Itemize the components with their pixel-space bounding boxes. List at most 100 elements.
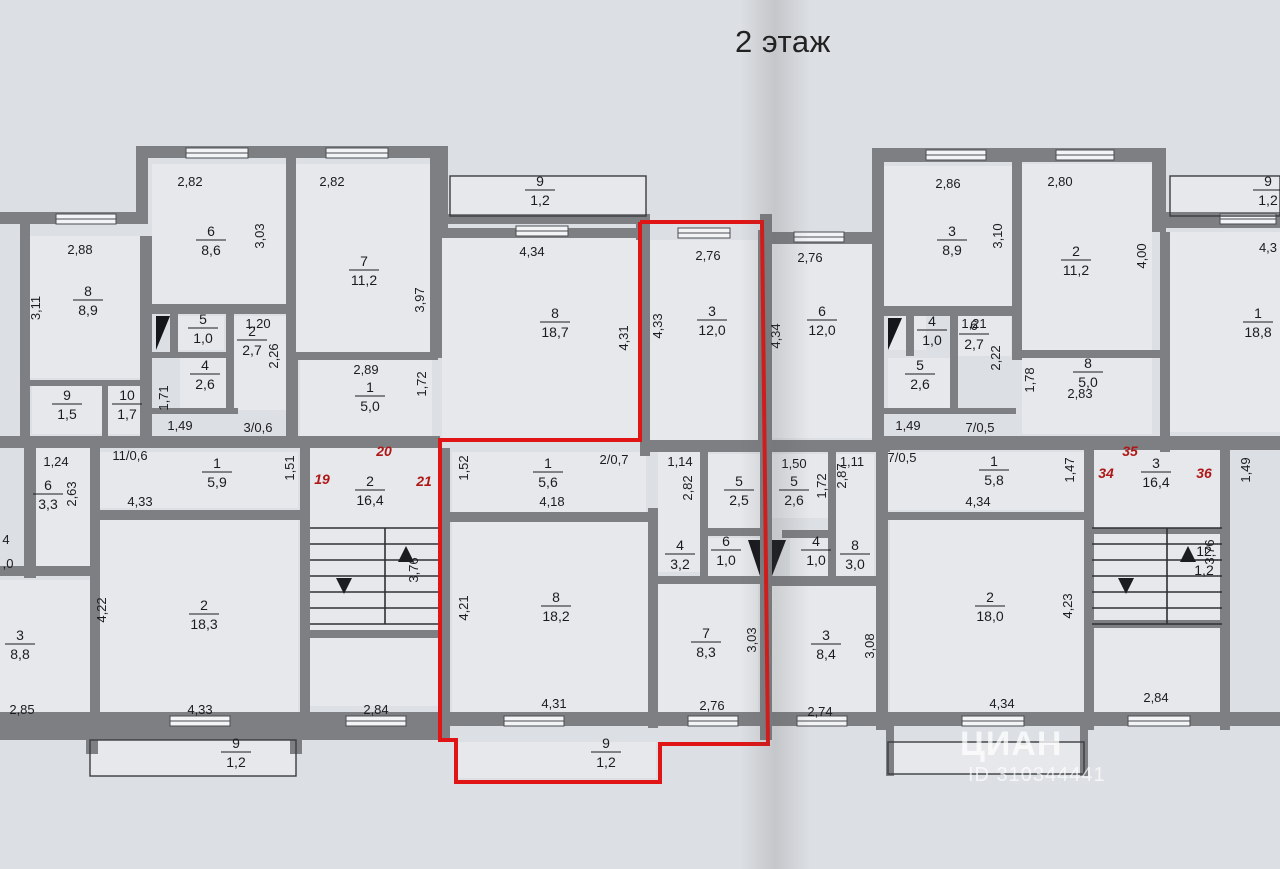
room-number: 6 [207,223,215,239]
wall-12 [20,224,30,436]
dimension-label: 1,52 [456,455,471,480]
room-number: 1 [213,455,221,471]
wall-33 [650,440,770,452]
dimension-label: 1,24 [43,454,68,469]
room-fill-34 [98,520,298,714]
wall-30 [24,448,36,578]
room-number: 3 [1152,455,1160,471]
dimension-label: 1,49 [1238,457,1253,482]
wall-11 [290,724,302,754]
room-area: 11,2 [351,272,377,288]
room-number: 12 [1196,543,1212,559]
room-number: 2 [200,597,208,613]
room-number: 9 [536,173,544,189]
room-fill-38 [890,518,1086,714]
room-area: 16,4 [356,492,383,508]
room-area: 1,2 [596,754,616,770]
room-area: 2,6 [784,492,804,508]
room-number: 8 [1084,355,1092,371]
room-number: 2 [1072,243,1080,259]
room-area: 2,6 [910,376,930,392]
wall-35 [448,512,652,522]
room-number: 9 [1264,173,1272,189]
wall-62 [1084,450,1094,730]
dimension-label: 2,76 [797,250,822,265]
dimension-label: 1,51 [282,455,297,480]
wall-65 [884,712,1280,726]
room-number: 6 [44,477,52,493]
dimension-label: 4,18 [539,494,564,509]
room-fill-26 [888,452,1084,510]
compound-label: 3/0,6 [244,420,273,435]
dimension-label: 1,71 [156,385,171,410]
room-fill-20 [1022,358,1152,434]
room-area: 18,0 [976,608,1003,624]
stair-arrow-up-0 [398,546,414,562]
room-area: 8,9 [942,242,962,258]
wall-1 [136,146,148,224]
wall-32 [640,440,650,456]
room-area: 1,0 [193,330,213,346]
room-fill-3 [450,176,646,216]
dimension-label: 1,20 [245,316,270,331]
room-fill-2 [296,164,432,354]
wall-46 [828,450,836,580]
room-area: 3,0 [845,556,865,572]
dimension-label: 3,76 [1202,539,1217,564]
wall-18 [170,310,178,354]
wall-48 [876,450,888,730]
room-fill-18 [957,314,1011,356]
stair-arrow-up-1 [1180,546,1196,562]
room-number: 6 [722,533,730,549]
stair-arrow-down-0 [336,578,352,594]
watermark-brand: ЦИАН [960,725,1063,763]
dimension-label: 3,76 [406,557,421,582]
shaft-2 [748,540,760,576]
dimension-label: 4,34 [768,323,783,348]
floor-title: 2 этаж [735,24,831,59]
room-area: 12,0 [808,322,835,338]
dimension-label: 4,34 [965,494,990,509]
dimension-label: 2,80 [1047,174,1072,189]
dimension-label: 2,76 [699,698,724,713]
dimension-label: 4,34 [519,244,544,259]
wall-56 [884,306,1016,316]
wall-47 [770,576,880,586]
compound-label: 2/0,7 [600,452,629,467]
wall-24 [286,356,298,438]
balcony-outline-0 [449,175,647,217]
room-number: 1 [544,455,552,471]
dimension-label: 2,82 [319,174,344,189]
dimension-label: 2,87 [834,463,849,488]
room-area: 1,0 [922,332,942,348]
shaft-3 [772,540,786,576]
dimension-label: 2,85 [9,702,34,717]
room-fill-27 [1092,446,1220,528]
room-fill-0 [30,236,148,378]
dimension-label: 4,31 [616,325,631,350]
wall-66 [886,726,894,776]
compound-label: 7/0,5 [888,450,917,465]
room-number: 4 [812,533,820,549]
dimension-label: 4,34 [989,696,1014,711]
room-fill-11 [178,316,224,350]
wall-59 [884,408,1016,414]
wall-57 [906,316,914,356]
axis-mark: 20 [375,443,392,459]
compound-label: ,0 [3,556,14,571]
wall-15 [430,158,442,358]
compound-label: 7/0,5 [966,420,995,435]
wall-19 [226,310,234,414]
wall-17 [148,304,288,314]
dimension-label: 2,26 [266,343,281,368]
axis-mark: 36 [1196,465,1212,481]
room-fill-40 [90,740,296,776]
dimension-label: 1,50 [781,456,806,471]
room-number: 9 [602,735,610,751]
room-fill-36 [658,584,758,714]
dimension-label: 4,31 [541,696,566,711]
wall-64 [884,512,1084,520]
dimension-label: 1,72 [414,371,429,396]
shaft-1 [888,318,902,350]
room-area: 8,6 [201,242,221,258]
